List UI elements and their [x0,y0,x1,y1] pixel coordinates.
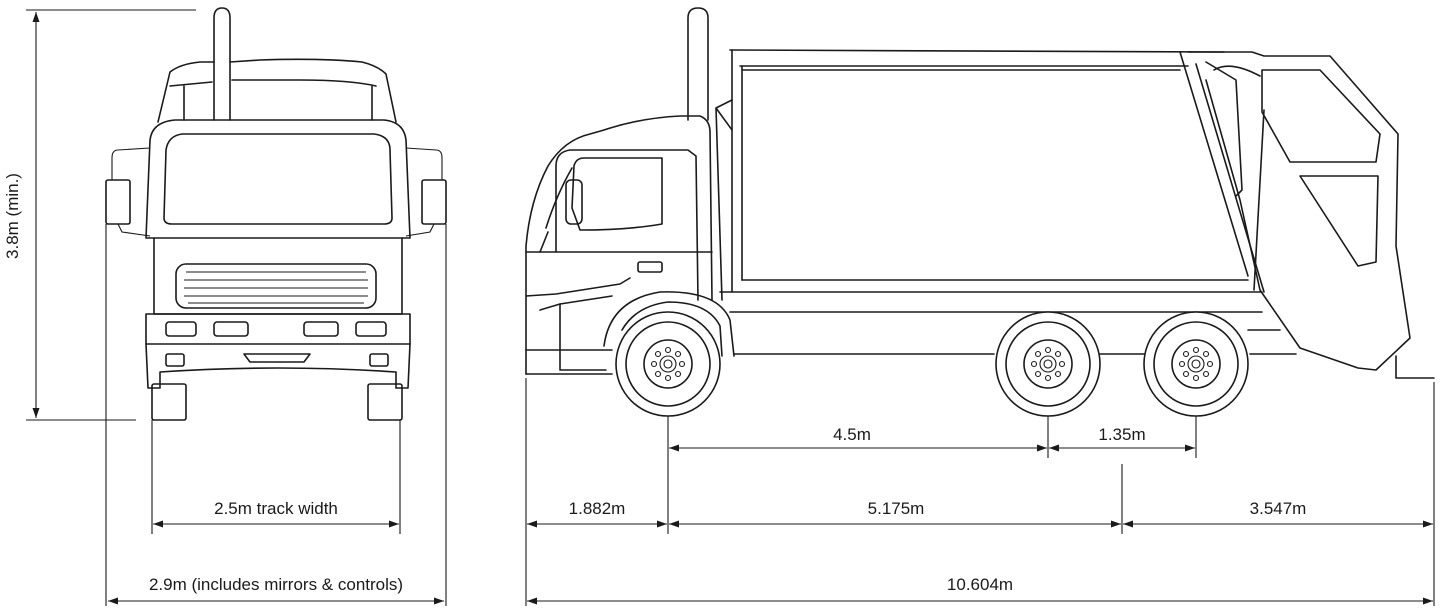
width-dimensions: 2.5m track width 2.9m (includes mirrors … [105,224,447,606]
front-overhang-label: 1.882m [569,499,626,518]
track-width-label: 2.5m track width [214,499,338,518]
overall-length-label: 10.604m [947,575,1013,594]
height-dimension: 3.8m (min.) [3,9,196,421]
front-wheel [615,311,721,417]
length-dimensions: 4.5m 1.35m 1.882m 5.175m 3.547m 10.604m [525,378,1435,606]
rear-section-label: 3.547m [1250,499,1307,518]
rear-wheel [1143,311,1249,417]
height-label: 3.8m (min.) [3,173,22,259]
axle-spacing-label: 1.35m [1098,425,1145,444]
middle-wheel [995,311,1101,417]
wheelbase-label: 4.5m [833,425,871,444]
front-view-truck [105,7,447,421]
overall-width-label: 2.9m (includes mirrors & controls) [149,575,403,594]
mid-section-label: 5.175m [868,499,925,518]
side-view-truck [525,7,1435,379]
